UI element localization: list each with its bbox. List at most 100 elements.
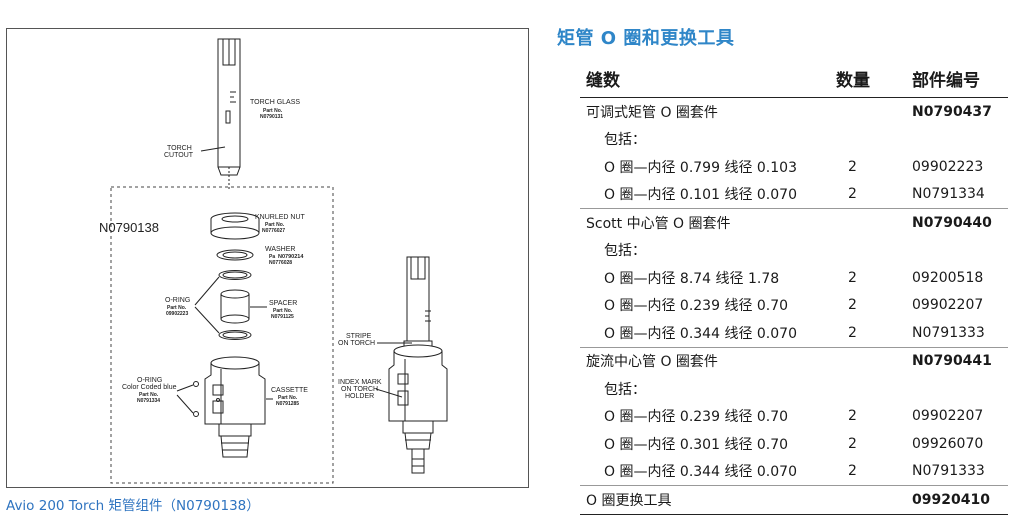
tool-row: O 圈更换工具 09920410 xyxy=(580,485,1008,515)
item-part-number: N0791333 xyxy=(912,324,985,341)
item-name: O 圈—内径 0.799 线径 0.103 xyxy=(604,159,797,176)
item-name: O 圈—内径 0.301 线径 0.70 xyxy=(604,436,789,453)
table-row: O 圈—内径 0.799 线径 0.103 2 09902223 xyxy=(580,153,1008,181)
knurled-nut-pn-title: Part No. xyxy=(265,222,285,228)
table-row: O 圈—内径 0.344 线径 0.070 2 N0791333 xyxy=(580,458,1008,486)
table-row: O 圈—内径 0.344 线径 0.070 2 N0791333 xyxy=(580,319,1008,347)
washer-pn: N0776028 xyxy=(269,260,292,266)
table-row: O 圈—内径 0.239 线径 0.70 2 09902207 xyxy=(580,292,1008,320)
kit-name: 旋流中心管 O 圈套件 xyxy=(580,346,830,375)
cassette-pn: N0791285 xyxy=(276,401,299,407)
includes-label: 包括： xyxy=(604,381,646,398)
item-name: O 圈—内径 0.101 线径 0.070 xyxy=(604,187,797,204)
cassette-part xyxy=(204,356,266,458)
item-name: O 圈—内径 0.344 线径 0.070 xyxy=(604,464,797,481)
spacer-pn-title: Part No. xyxy=(273,308,293,314)
item-qty: 2 xyxy=(848,297,857,314)
item-part-number: 09926070 xyxy=(912,435,984,452)
washer-pn-alt: N0790214 xyxy=(278,254,304,260)
oring-2-pn-title: Part No. xyxy=(139,392,159,398)
item-qty: 2 xyxy=(848,324,857,341)
spacer-label: SPACER xyxy=(269,300,297,307)
includes-label: 包括： xyxy=(604,132,646,149)
kit-part-number: N0790437 xyxy=(906,97,1008,126)
tool-qty xyxy=(830,485,906,515)
knurled-nut-part xyxy=(210,212,260,240)
tool-part-number: 09920410 xyxy=(906,485,1008,515)
washer-label: WASHER xyxy=(265,246,295,253)
item-name: O 圈—内径 8.74 线径 1.78 xyxy=(604,270,780,287)
kit-qty xyxy=(830,97,906,126)
item-qty: 2 xyxy=(848,158,857,175)
torch-glass-part xyxy=(217,38,241,189)
section-title: 矩管 O 圈和更换工具 xyxy=(557,28,735,49)
table-row: O 圈—内径 0.239 线径 0.70 2 09902207 xyxy=(580,403,1008,431)
stripe-label-2: ON TORCH xyxy=(338,340,375,347)
header-part-number: 部件编号 xyxy=(906,62,1008,98)
item-qty: 2 xyxy=(848,269,857,286)
header-qty: 数量 xyxy=(830,62,906,98)
kit-part-number: N0790441 xyxy=(906,346,1008,375)
kit-row: Scott 中心管 O 圈套件 N0790440 xyxy=(580,208,1008,237)
torch-cutout-label-2: CUTOUT xyxy=(164,152,194,159)
torch-cutout-label-1: TORCH xyxy=(167,145,192,152)
cassette-pn-title: Part No. xyxy=(278,395,298,401)
table-row: O 圈—内径 8.74 线径 1.78 2 09200518 xyxy=(580,264,1008,292)
o-ring-upper-part xyxy=(218,270,252,280)
item-part-number: 09200518 xyxy=(912,269,984,286)
item-part-number: 09902223 xyxy=(912,158,984,175)
table-row: O 圈—内径 0.301 线径 0.70 2 09926070 xyxy=(580,430,1008,458)
exploded-view-drawing: N0790138 TORCH GLASS Part No. N0790131 T… xyxy=(99,38,448,484)
torch-glass-pn-title: Part No. xyxy=(263,108,283,114)
kit-part-number: N0790440 xyxy=(906,208,1008,237)
washer-part xyxy=(216,249,254,261)
oring-1-pn: 09902223 xyxy=(166,311,188,317)
oring-2-pn: N0791334 xyxy=(137,398,160,404)
item-qty: 2 xyxy=(848,408,857,425)
kit-qty xyxy=(830,346,906,375)
cassette-label: CASSETTE xyxy=(271,387,308,394)
oring-1-pn-title: Part No. xyxy=(167,305,187,311)
includes-row: 包括： xyxy=(580,375,1008,403)
diagram-caption: Avio 200 Torch 矩管组件（N0790138） xyxy=(6,498,260,514)
assembled-torch-part xyxy=(388,256,448,474)
item-part-number: N0791334 xyxy=(912,186,985,203)
oring-1-label: O-RING xyxy=(165,297,190,304)
index-mark-label-3: HOLDER xyxy=(345,393,374,400)
kit-row: 可调式矩管 O 圈套件 N0790437 xyxy=(580,97,1008,126)
spacer-part xyxy=(220,289,250,324)
kit-row: 旋流中心管 O 圈套件 N0790441 xyxy=(580,346,1008,375)
kit-boundary xyxy=(110,186,334,484)
o-ring-lower-part xyxy=(218,330,252,340)
torch-glass-pn: N0790131 xyxy=(260,114,283,120)
oring-2-sub: Color Coded blue xyxy=(122,384,177,391)
parts-table: 缝数 数量 部件编号 可调式矩管 O 圈套件 N0790437 包括： O 圈—… xyxy=(580,62,1008,515)
item-name: O 圈—内径 0.239 线径 0.70 xyxy=(604,409,789,426)
knurled-nut-pn: N0776027 xyxy=(262,228,285,234)
item-part-number: 09902207 xyxy=(912,297,984,314)
oring-2-label: O-RING xyxy=(137,377,162,384)
item-qty: 2 xyxy=(848,186,857,203)
item-name: O 圈—内径 0.344 线径 0.070 xyxy=(604,325,797,342)
header-name: 缝数 xyxy=(580,62,830,98)
includes-row: 包括： xyxy=(580,237,1008,265)
tool-name: O 圈更换工具 xyxy=(580,485,830,515)
kit-label: N0790138 xyxy=(99,220,159,235)
spacer-pn: N0791125 xyxy=(271,314,294,320)
kit-name: Scott 中心管 O 圈套件 xyxy=(580,208,830,237)
item-part-number: N0791333 xyxy=(912,463,985,480)
includes-row: 包括： xyxy=(580,126,1008,154)
index-mark-label-2: ON TORCH xyxy=(341,386,378,393)
stripe-label-1: STRIPE xyxy=(346,333,372,340)
index-mark-label-1: INDEX MARK xyxy=(338,379,382,386)
item-qty: 2 xyxy=(848,463,857,480)
item-qty: 2 xyxy=(848,435,857,452)
table-row: O 圈—内径 0.101 线径 0.070 2 N0791334 xyxy=(580,181,1008,209)
kit-qty xyxy=(830,208,906,237)
includes-label: 包括： xyxy=(604,243,646,260)
item-name: O 圈—内径 0.239 线径 0.70 xyxy=(604,298,789,315)
table-header-row: 缝数 数量 部件编号 xyxy=(580,62,1008,98)
knurled-nut-label: KNURLED NUT xyxy=(255,214,306,221)
kit-name: 可调式矩管 O 圈套件 xyxy=(580,97,830,126)
washer-pn-title: Pa xyxy=(269,254,275,260)
